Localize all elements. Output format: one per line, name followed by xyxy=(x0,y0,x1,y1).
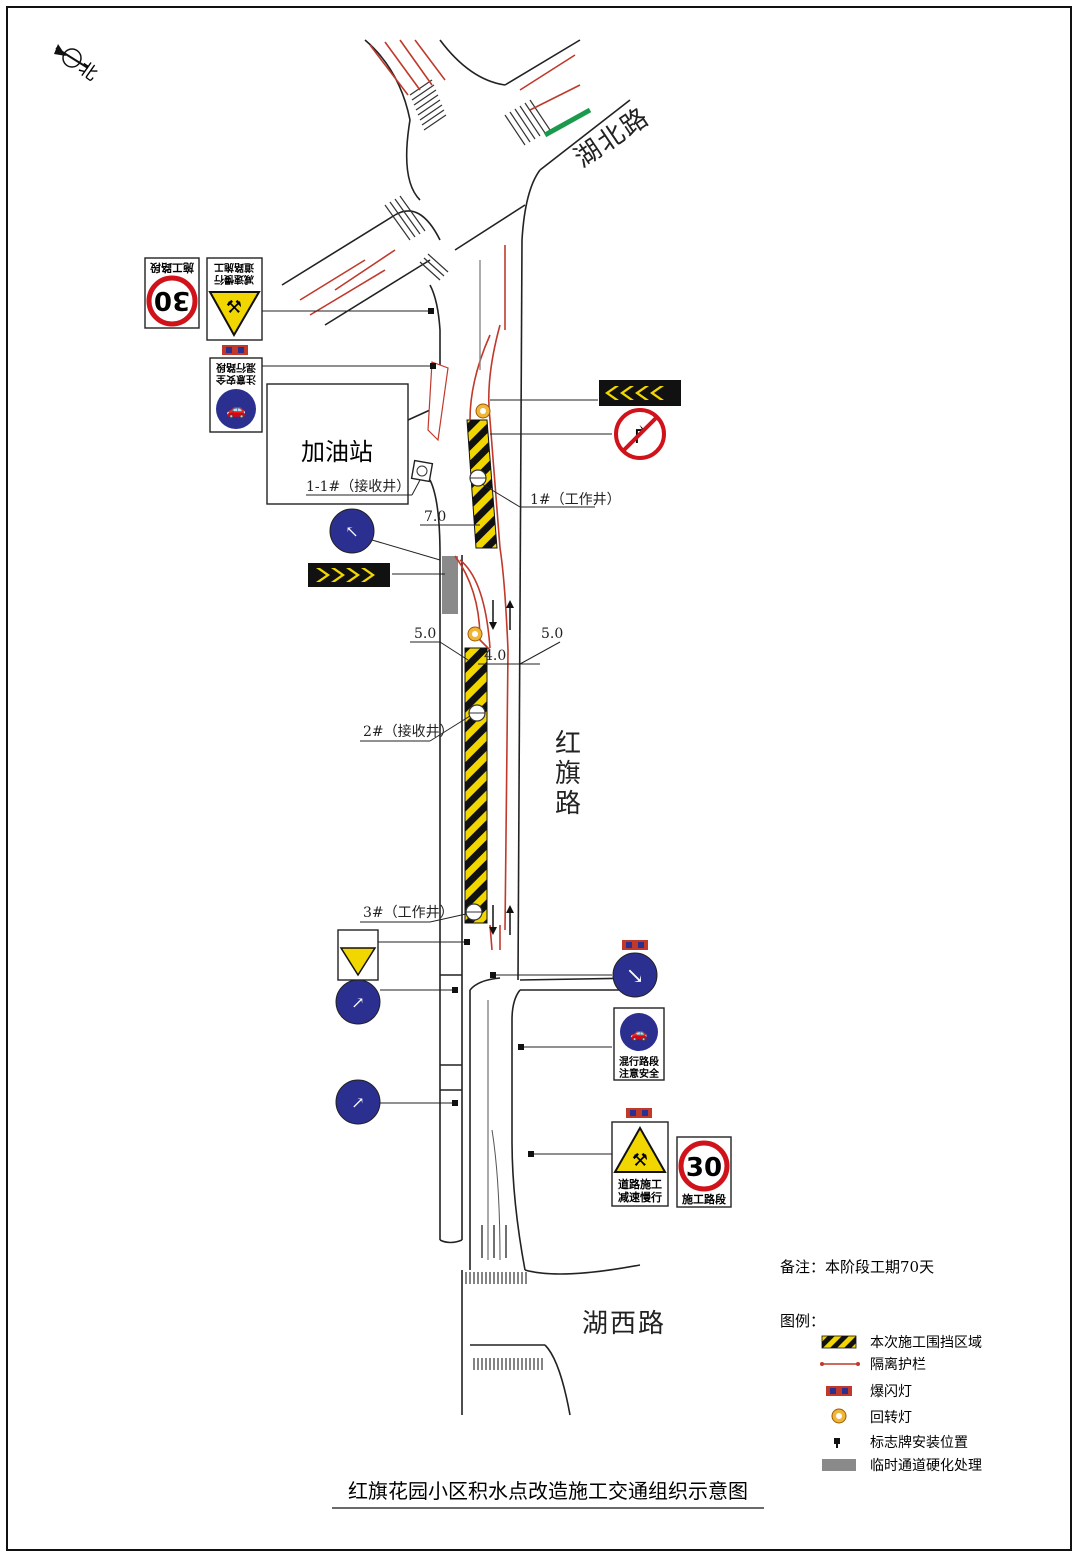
road-name-hongqi-3: 路 xyxy=(555,789,583,819)
worker-icon: ⚒ xyxy=(226,297,242,318)
road-network xyxy=(281,39,641,1416)
legend-item-barrier: 隔离护栏 xyxy=(870,1356,926,1373)
car-bike-icon: 🚗 xyxy=(630,1026,647,1042)
top-red-barriers xyxy=(299,39,581,316)
mixed-traffic-sign-lower: 🚗 混行路段 注意安全 xyxy=(613,1007,665,1081)
road-work-sign-upper: ⚒ 道路施工 减速慢行 xyxy=(206,257,263,341)
road-name-hongqi-1: 红 xyxy=(555,729,583,759)
flash-light-icon xyxy=(622,940,648,950)
road-work-line1-upper: 道路施工 xyxy=(214,261,254,274)
bike-arrow-icon: ↗ xyxy=(351,993,364,1012)
mixed-traffic-sign-upper: 混行路段 注意安全 🚗 xyxy=(209,357,263,433)
speed-limit-value-upper: 30 xyxy=(154,285,190,315)
legend-hatch-symbol xyxy=(821,1335,857,1349)
bike-keep-left-sign: ↖ xyxy=(329,508,375,554)
no-turn-sign: ↱ xyxy=(614,408,666,460)
gas-station-box xyxy=(266,383,409,505)
north-arrow-icon xyxy=(54,44,89,69)
small-warning-sign xyxy=(337,929,379,981)
bike-sign-lower-1: ↗ xyxy=(335,979,381,1025)
well-label-2: 2#（接收井） xyxy=(363,723,454,740)
road-work-sign-lower: ⚒ 道路施工 减速慢行 xyxy=(611,1121,669,1207)
legend: 图例： 本次施工围挡区域 隔离护栏 爆闪灯 回转灯 标志牌安装位 xyxy=(780,1312,982,1474)
worker-icon: ⚒ xyxy=(632,1150,648,1171)
sign-post-leaders xyxy=(255,308,612,1157)
flash-light-icon xyxy=(826,1386,852,1396)
work-zone-red-barriers xyxy=(454,245,509,951)
legend-item-rotating-light: 回转灯 xyxy=(870,1410,912,1426)
arrow-down-right-icon: ↘ xyxy=(626,964,644,989)
construction-section-text-upper: 施工路段 xyxy=(150,261,194,275)
speed-limit-sign-lower: 30 施工路段 xyxy=(676,1136,732,1208)
legend-item-hardened-passage: 临时通道硬化处理 xyxy=(870,1458,982,1474)
construction-zone-2 xyxy=(464,647,488,924)
mixed-line1-lower: 混行路段 xyxy=(619,1055,659,1068)
legend-gray-symbol xyxy=(822,1459,856,1471)
duration-note: 备注：本阶段工期70天 xyxy=(780,1258,934,1276)
dimension-4: 4.0 xyxy=(484,648,506,664)
sign-post-icon xyxy=(834,1438,840,1448)
gas-station-barrier-strip xyxy=(427,361,449,442)
page-frame xyxy=(6,6,1072,1551)
rotating-light-icon xyxy=(467,626,483,642)
road-work-line2-upper: 减速慢行 xyxy=(214,273,254,286)
mixed-line2-upper: 注意安全 xyxy=(215,373,256,386)
dimension-5-right: 5.0 xyxy=(541,626,563,642)
speed-limit-value-lower: 30 xyxy=(686,1153,722,1183)
gas-station-label: 加油站 xyxy=(301,438,373,466)
dimension-7: 7.0 xyxy=(424,509,446,525)
mixed-line2-lower: 注意安全 xyxy=(619,1067,660,1080)
rotating-light-icon xyxy=(831,1408,847,1424)
road-name-huxi: 湖西路 xyxy=(582,1309,666,1339)
keep-right-sign: ↘ xyxy=(612,952,658,998)
zebra-crossings xyxy=(384,79,551,1370)
bike-sign-lower-2: ↗ xyxy=(335,1079,381,1125)
car-bike-icon: 🚗 xyxy=(226,400,246,419)
diagram-title: 红旗花园小区积水点改造施工交通组织示意图 xyxy=(348,1479,748,1503)
legend-title: 图例： xyxy=(780,1312,825,1330)
well-markers xyxy=(410,459,487,921)
bike-arrow-icon: ↗ xyxy=(351,1093,364,1112)
temporary-hardened-passage xyxy=(442,556,458,614)
chevron-left-sign xyxy=(599,380,681,406)
road-name-hongqi-2: 旗 xyxy=(555,759,583,789)
well-label-3: 3#（工作井） xyxy=(363,905,454,921)
green-stop-bar xyxy=(543,107,592,138)
bike-arrow-icon: ↖ xyxy=(345,522,358,541)
construction-section-text-lower: 施工路段 xyxy=(682,1192,726,1206)
chevron-right-sign xyxy=(308,563,390,587)
legend-item-flash-light: 爆闪灯 xyxy=(870,1384,912,1400)
lane-arrows xyxy=(481,600,514,1258)
well-label-1: 1#（工作井） xyxy=(530,492,621,508)
flash-light-icon xyxy=(222,345,248,355)
flash-light-icon xyxy=(626,1108,652,1118)
dimension-5-left: 5.0 xyxy=(414,626,436,642)
speed-limit-sign-upper: 30 施工路段 xyxy=(144,257,200,329)
road-work-line1-lower: 道路施工 xyxy=(618,1177,662,1191)
legend-item-sign-post: 标志牌安装位置 xyxy=(870,1434,968,1451)
legend-item-construction-zone: 本次施工围挡区域 xyxy=(870,1335,982,1351)
well-label-1-1: 1-1#（接收井） xyxy=(306,478,410,495)
road-work-line2-lower: 减速慢行 xyxy=(618,1190,662,1204)
mixed-line1-upper: 混行路段 xyxy=(216,361,256,374)
rotating-light-icon xyxy=(475,403,491,419)
